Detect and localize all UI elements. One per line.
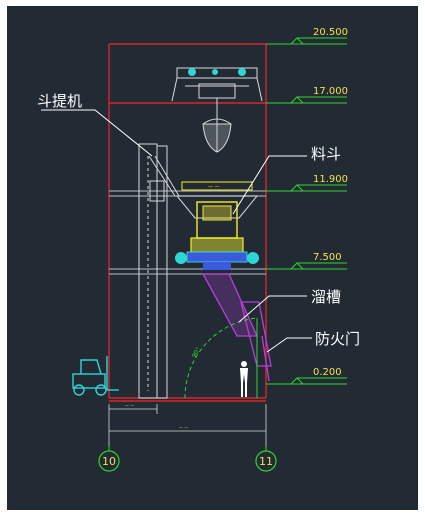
- level-marker-17000: [266, 96, 347, 104]
- level-marker-7500: [266, 262, 347, 270]
- person-icon: [240, 361, 248, 397]
- label-fire-door: 防火门: [315, 330, 360, 348]
- svg-text:— —: — —: [179, 425, 188, 430]
- hopper-equipment: — —: [175, 181, 259, 270]
- svg-text:90°: 90°: [191, 346, 202, 359]
- level-label-20500: 20.500: [313, 27, 348, 38]
- level-marker-20500: [266, 37, 347, 45]
- leader-chute: [238, 295, 307, 323]
- grid-axes: 10 11: [98, 446, 277, 472]
- building-outline: [108, 43, 267, 402]
- chute: [201, 273, 272, 382]
- label-chute: 溜槽: [311, 288, 341, 306]
- annotation-labels: 斗提机 料斗 溜槽 防火门: [37, 92, 360, 348]
- level-label-11900: 11.900: [313, 174, 348, 185]
- grid-axis-bubble-10: [98, 450, 120, 472]
- cad-viewport: 20.500 17.000 11.900 7.500 0.200: [7, 6, 418, 510]
- grid-axis-bubble-11: [255, 450, 277, 472]
- grid-axis-label-10: 10: [102, 455, 116, 468]
- level-marker-0200: [266, 377, 347, 385]
- forklift-icon: [72, 356, 119, 396]
- label-hopper: 料斗: [311, 145, 341, 163]
- level-label-17000: 17.000: [313, 86, 348, 97]
- grab-bucket-icon: [202, 116, 232, 153]
- fire-door: 90°: [184, 317, 258, 399]
- level-label-0200: 0.200: [313, 367, 342, 378]
- section-drawing: 20.500 17.000 11.900 7.500 0.200: [37, 27, 360, 472]
- bucket-elevator: [138, 143, 180, 399]
- level-labels: 20.500 17.000 11.900 7.500 0.200: [313, 27, 348, 378]
- level-marker-11900: [266, 184, 347, 192]
- dimension-lines: — — — —: [108, 403, 267, 446]
- leader-hopper: [232, 155, 307, 215]
- leader-lines: [41, 109, 312, 353]
- svg-text:— —: — —: [125, 403, 134, 408]
- grid-axis-label-11: 11: [259, 455, 273, 468]
- leader-bucket-elevator: [41, 109, 153, 157]
- leader-fire-door: [266, 337, 312, 353]
- gantry-crane-icon: [171, 67, 263, 116]
- svg-text:— —: — —: [208, 184, 220, 190]
- level-label-7500: 7.500: [313, 252, 342, 263]
- level-markers: [266, 37, 347, 385]
- label-bucket-elevator: 斗提机: [37, 92, 82, 110]
